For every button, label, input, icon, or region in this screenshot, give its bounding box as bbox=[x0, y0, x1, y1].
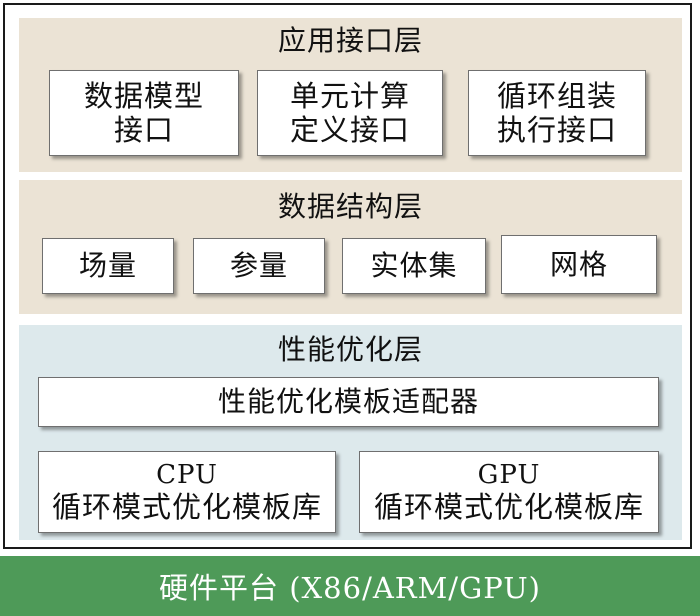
box-line: 循环组装 bbox=[496, 79, 617, 113]
data-model-interface-box: 数据模型 接口 bbox=[49, 70, 239, 156]
box-line: 参量 bbox=[229, 249, 288, 282]
box-line: 场量 bbox=[78, 249, 137, 282]
box-line: 性能优化模板适配器 bbox=[217, 385, 479, 418]
entity-set-box: 实体集 bbox=[342, 238, 486, 294]
app-interface-layer: 应用接口层 数据模型 接口 单元计算 定义接口 循环组装 执行接口 bbox=[19, 18, 682, 172]
hardware-platform-bar: 硬件平台 (X86/ARM/GPU) bbox=[0, 556, 700, 616]
box-line: 循环模式优化模板库 bbox=[51, 490, 322, 524]
app-interface-layer-title: 应用接口层 bbox=[277, 24, 423, 57]
box-line: 网格 bbox=[549, 247, 608, 281]
performance-optimization-layer-title: 性能优化层 bbox=[277, 333, 423, 366]
box-line: 实体集 bbox=[370, 249, 458, 282]
hardware-platform-label: 硬件平台 (X86/ARM/GPU) bbox=[158, 571, 541, 605]
box-line: 单元计算 bbox=[289, 79, 410, 113]
box-line: GPU bbox=[477, 460, 541, 490]
data-structure-layer: 数据结构层 场量 参量 实体集 网格 bbox=[19, 180, 682, 314]
box-line: 接口 bbox=[113, 113, 174, 147]
mesh-box: 网格 bbox=[501, 235, 657, 294]
loop-assembly-interface-box: 循环组装 执行接口 bbox=[468, 70, 646, 156]
field-box: 场量 bbox=[42, 238, 174, 294]
unit-compute-interface-box: 单元计算 定义接口 bbox=[257, 70, 443, 156]
parameter-box: 参量 bbox=[193, 238, 325, 294]
box-line: CPU bbox=[156, 460, 218, 490]
box-line: 数据模型 bbox=[83, 79, 204, 113]
data-structure-layer-title: 数据结构层 bbox=[277, 190, 423, 223]
box-line: 定义接口 bbox=[289, 113, 410, 147]
performance-optimization-layer: 性能优化层 性能优化模板适配器 CPU 循环模式优化模板库 GPU 循环模式优化… bbox=[19, 325, 682, 540]
gpu-template-library-box: GPU 循环模式优化模板库 bbox=[359, 451, 659, 533]
template-adapter-box: 性能优化模板适配器 bbox=[38, 377, 659, 427]
cpu-template-library-box: CPU 循环模式优化模板库 bbox=[38, 451, 336, 533]
box-line: 循环模式优化模板库 bbox=[373, 490, 644, 524]
box-line: 执行接口 bbox=[496, 113, 617, 147]
